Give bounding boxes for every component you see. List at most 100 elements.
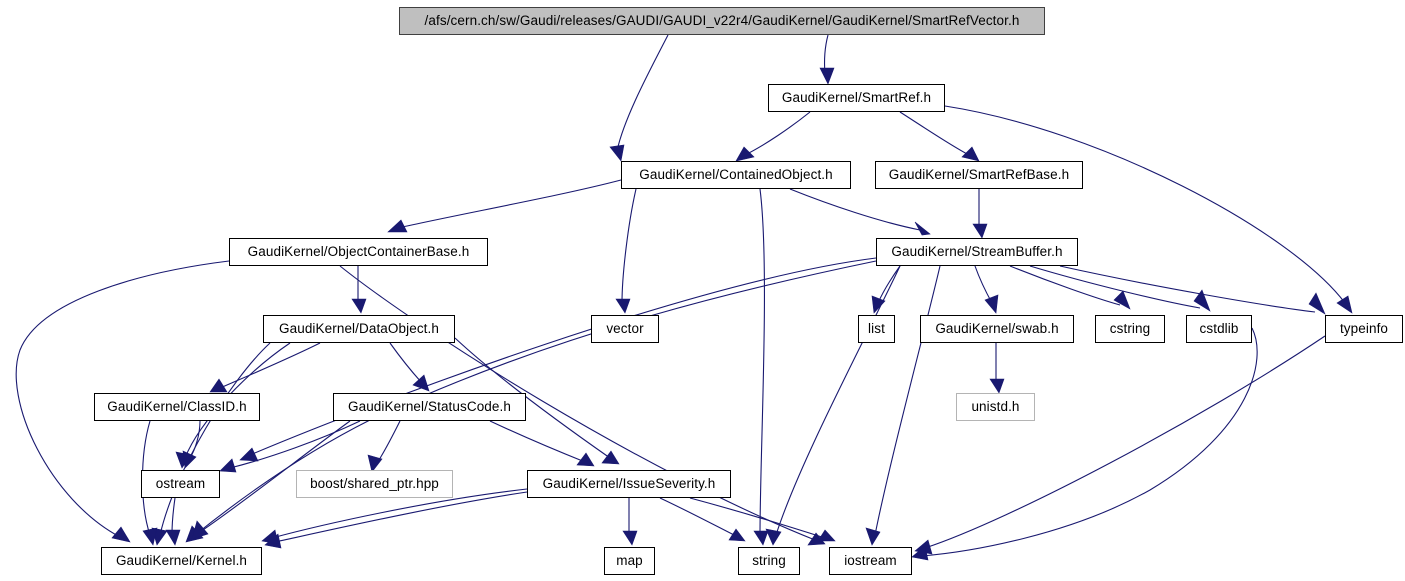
graph-edge-dataobject-to-classid [219, 342, 321, 389]
graph-edge-streambuffer-to-iostream [874, 265, 941, 536]
graph-node-cstring[interactable]: cstring [1095, 315, 1165, 343]
graph-arrowhead-ostream-to-kernel [165, 529, 181, 546]
graph-edge-contained-to-string [759, 188, 765, 536]
graph-node-cstdlib[interactable]: cstdlib [1186, 315, 1252, 343]
graph-arrowhead-root-to-smartref [819, 67, 835, 85]
graph-edge-ostream-to-kernel [171, 497, 176, 535]
graph-arrowhead-contained-to-string [753, 530, 769, 546]
graph-node-list[interactable]: list [858, 315, 895, 343]
graph-edge-streambuffer-to-swab [974, 265, 993, 304]
graph-node-label: GaudiKernel/ClassID.h [107, 399, 247, 415]
graph-node-smartrefbase[interactable]: GaudiKernel/SmartRefBase.h [875, 161, 1083, 189]
graph-arrowhead-root-to-contained [609, 144, 625, 162]
graph-node-objcontainer[interactable]: GaudiKernel/ObjectContainerBase.h [229, 238, 488, 266]
graph-edge-smartref-to-contained [744, 111, 811, 156]
graph-edge-issueseverity-to-kernel [274, 491, 528, 543]
graph-node-label: GaudiKernel/SmartRefBase.h [888, 167, 1070, 183]
graph-node-label: GaudiKernel/DataObject.h [279, 321, 439, 337]
graph-arrowhead-statuscode-to-ostream [219, 458, 237, 473]
graph-node-label: GaudiKernel/SmartRef.h [781, 90, 932, 106]
graph-node-vector[interactable]: vector [591, 315, 659, 343]
graph-arrowhead-statuscode-to-issueseverity [576, 452, 595, 467]
graph-arrowhead-classid-to-kernel [142, 527, 158, 546]
graph-edge-typeinfo-to-iostream [924, 335, 1326, 549]
graph-edge-dataobject-to-issueseverity [454, 337, 611, 459]
graph-node-typeinfo[interactable]: typeinfo [1325, 315, 1403, 343]
graph-node-kernel[interactable]: GaudiKernel/Kernel.h [101, 547, 262, 575]
graph-node-label: iostream [844, 553, 897, 569]
graph-edge-streambuffer-to-cstring [1009, 265, 1121, 306]
graph-edge-issueseverity-to-iostream [689, 497, 826, 539]
graph-node-classid[interactable]: GaudiKernel/ClassID.h [94, 393, 260, 421]
graph-edge-streambuffer-to-list [877, 265, 901, 304]
graph-node-label: boost/shared_ptr.hpp [310, 476, 439, 492]
graph-node-swab[interactable]: GaudiKernel/swab.h [920, 315, 1074, 343]
graph-node-statuscode[interactable]: GaudiKernel/StatusCode.h [333, 393, 526, 421]
graph-node-label: cstring [1109, 321, 1151, 337]
graph-node-label: unistd.h [971, 399, 1020, 415]
graph-node-map[interactable]: map [604, 547, 655, 575]
graph-edge-streambuffer-to-typeinfo [1059, 265, 1316, 313]
graph-arrowhead-statuscode-to-boostshared [367, 454, 383, 473]
graph-node-label: cstdlib [1199, 321, 1239, 337]
graph-edge-dataobject-to-kernel [159, 342, 271, 536]
graph-edge-statuscode-to-boostshared [376, 420, 401, 464]
graph-edge-statuscode-to-issueseverity [489, 420, 586, 463]
graph-node-label: GaudiKernel/swab.h [935, 321, 1059, 337]
graph-arrowhead-smartref-to-smartrefbase [961, 146, 980, 162]
graph-arrowhead-dataobject-to-classid [209, 378, 228, 393]
graph-node-iostream[interactable]: iostream [829, 547, 912, 575]
graph-arrowhead-streambuffer-to-ostream [239, 447, 259, 462]
graph-edge-streambuffer-to-kernel [194, 260, 877, 536]
graph-arrowhead-cstdlib-to-iostream [911, 545, 929, 561]
graph-edge-streambuffer-to-string [775, 265, 901, 536]
graph-node-label: vector [606, 321, 644, 337]
graph-edge-streambuffer-to-ostream [249, 257, 877, 456]
graph-edge-contained-to-streambuffer [789, 188, 921, 231]
graph-arrowhead-streambuffer-to-cstring [1113, 290, 1131, 310]
graph-node-smartref[interactable]: GaudiKernel/SmartRef.h [768, 84, 945, 112]
graph-node-label: ostream [155, 476, 206, 492]
graph-edge-contained-to-vector [621, 188, 637, 304]
graph-edge-smartref-to-typeinfo [944, 105, 1346, 304]
graph-arrowhead-issueseverity-to-kernel2 [261, 529, 279, 545]
graph-arrowhead-issueseverity-to-iostream [817, 529, 836, 542]
graph-node-root[interactable]: /afs/cern.ch/sw/Gaudi/releases/GAUDI/GAU… [399, 7, 1045, 35]
graph-arrowhead-issueseverity-to-string [728, 528, 746, 542]
graph-arrowhead-objcontainer-to-dataobject [351, 298, 367, 314]
graph-node-unistd[interactable]: unistd.h [956, 393, 1035, 421]
graph-arrowhead-statuscode-to-kernel [191, 520, 209, 540]
graph-edge-streambuffer-to-cstdlib [1029, 265, 1201, 309]
graph-edge-issueseverity-to-kernel2 [271, 488, 528, 539]
graph-node-string[interactable]: string [738, 547, 800, 575]
graph-edge-statuscode-to-ostream [229, 420, 361, 469]
graph-node-streambuffer[interactable]: GaudiKernel/StreamBuffer.h [876, 238, 1078, 266]
graph-node-dataobject[interactable]: GaudiKernel/DataObject.h [263, 315, 455, 343]
graph-arrowhead-swab-to-unistd [989, 378, 1005, 394]
graph-node-contained[interactable]: GaudiKernel/ContainedObject.h [621, 161, 851, 189]
graph-arrowhead-dataobject-to-statuscode [412, 374, 430, 392]
graph-arrowhead-objcontainer-to-kernel [111, 526, 131, 543]
graph-arrowhead-issueseverity-to-map [622, 530, 638, 546]
graph-edge-issueseverity-to-string [659, 497, 737, 537]
graph-arrowhead-dataobject-to-issueseverity [601, 450, 620, 465]
graph-node-label: GaudiKernel/Kernel.h [115, 553, 248, 569]
graph-arrowhead-contained-to-streambuffer [914, 221, 931, 236]
graph-node-boostshared[interactable]: boost/shared_ptr.hpp [296, 470, 453, 498]
graph-node-label: map [616, 553, 643, 569]
graph-edge-root-to-contained [616, 34, 669, 152]
graph-node-ostream[interactable]: ostream [141, 470, 220, 498]
graph-node-label: string [752, 553, 786, 569]
graph-arrowhead-contained-to-objcontainer [387, 219, 408, 233]
graph-edge-dataobject-to-statuscode [389, 342, 423, 384]
graph-arrowhead-streambuffer-to-string [765, 528, 782, 546]
graph-node-label: GaudiKernel/IssueSeverity.h [542, 476, 716, 492]
graph-node-label: typeinfo [1339, 321, 1389, 337]
graph-node-issueseverity[interactable]: GaudiKernel/IssueSeverity.h [527, 470, 731, 498]
graph-node-label: GaudiKernel/StreamBuffer.h [891, 244, 1063, 260]
graph-edge-cstdlib-to-iostream [921, 327, 1258, 557]
graph-edge-statuscode-to-kernel [199, 420, 351, 533]
graph-node-label: GaudiKernel/ContainedObject.h [639, 167, 833, 183]
